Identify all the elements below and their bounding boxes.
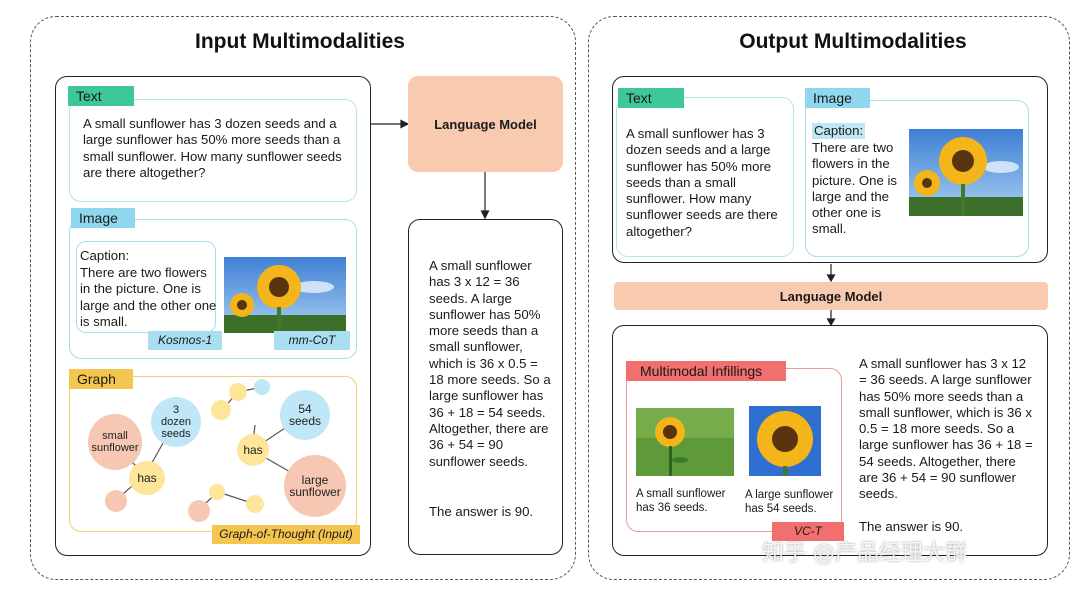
- graph-node-fifty-four: 54 seeds: [280, 390, 330, 440]
- output-text-body: A small sunflower has 3 dozen seeds and …: [626, 126, 778, 239]
- input-text-box: [69, 99, 357, 202]
- output-caption-body: There are two flowers in the picture. On…: [812, 140, 898, 237]
- graph-node-minor-7: [246, 495, 264, 513]
- output-sunflower-photo: [909, 129, 1023, 216]
- output-image-tag: Image: [805, 88, 870, 108]
- output-answer-text: A small sunflower has 3 x 12 = 36 seeds.…: [859, 356, 1033, 502]
- output-panel: [588, 16, 1070, 580]
- vcot-badge: VC-T: [772, 522, 844, 541]
- small-sunflower-caption: A small sunflower has 36 seeds.: [636, 488, 726, 514]
- output-answer-final: The answer is 90.: [859, 519, 964, 534]
- graph-node-minor-5: [209, 484, 225, 500]
- output-panel-title: Output Multimodalities: [739, 30, 967, 53]
- graph-node-minor-6: [188, 500, 210, 522]
- sunflower-photo-icon: [749, 406, 821, 476]
- graph-node-small-sunflower: small sunflower: [88, 414, 142, 470]
- graph-node-minor-4: [254, 379, 270, 395]
- input-graph-tag: Graph: [69, 369, 133, 389]
- sunflower-photo-icon: [224, 257, 346, 333]
- graph-node-minor-2: [211, 400, 231, 420]
- graph-node-three-dozen: 3 dozen seeds: [151, 397, 201, 447]
- input-text-body: A small sunflower has 3 dozen seeds and …: [83, 116, 342, 180]
- kosmos-badge: Kosmos-1: [148, 331, 222, 350]
- graph-node-minor-3: [229, 383, 247, 401]
- large-sunflower-caption: A large sunflower has 54 seeds.: [745, 489, 834, 515]
- input-panel-title: Input Multimodalities: [195, 30, 405, 53]
- input-image-tag: Image: [71, 208, 135, 228]
- output-caption-label: Caption:: [812, 123, 866, 140]
- graph-node-minor-1: [105, 490, 127, 512]
- input-language-model: Language Model: [408, 76, 563, 172]
- small-sunflower-photo: [636, 408, 734, 476]
- mmcot-badge: mm-CoT: [274, 331, 350, 350]
- input-caption-body: There are two flowers in the picture. On…: [80, 265, 217, 329]
- graph-node-large-sunflower: large sunflower: [284, 455, 346, 517]
- input-sunflower-photo: [224, 257, 346, 333]
- sunflower-photo-icon: [636, 408, 734, 476]
- infill-tag: Multimodal Infillings: [626, 361, 786, 381]
- input-caption-label: Caption:: [80, 248, 130, 263]
- input-caption-box: [76, 241, 216, 333]
- input-panel: [30, 16, 576, 580]
- input-answer-final: The answer is 90.: [429, 504, 534, 519]
- graph-node-has-right: has: [237, 434, 269, 466]
- input-answer-box: [408, 219, 563, 555]
- output-text-box: [616, 97, 794, 257]
- graph-node-has-left: has: [129, 461, 165, 495]
- large-sunflower-photo: [749, 406, 821, 476]
- output-text-tag: Text: [618, 88, 684, 108]
- input-answer-text: A small sunflower has 3 x 12 = 36 seeds.…: [429, 258, 551, 469]
- sunflower-photo-icon: [909, 129, 1023, 216]
- output-language-model: Language Model: [614, 282, 1048, 310]
- watermark: 知乎 @产品经理大群: [762, 541, 967, 566]
- input-text-tag: Text: [68, 86, 134, 106]
- graph-of-thought-badge: Graph-of-Thought (Input): [212, 525, 360, 544]
